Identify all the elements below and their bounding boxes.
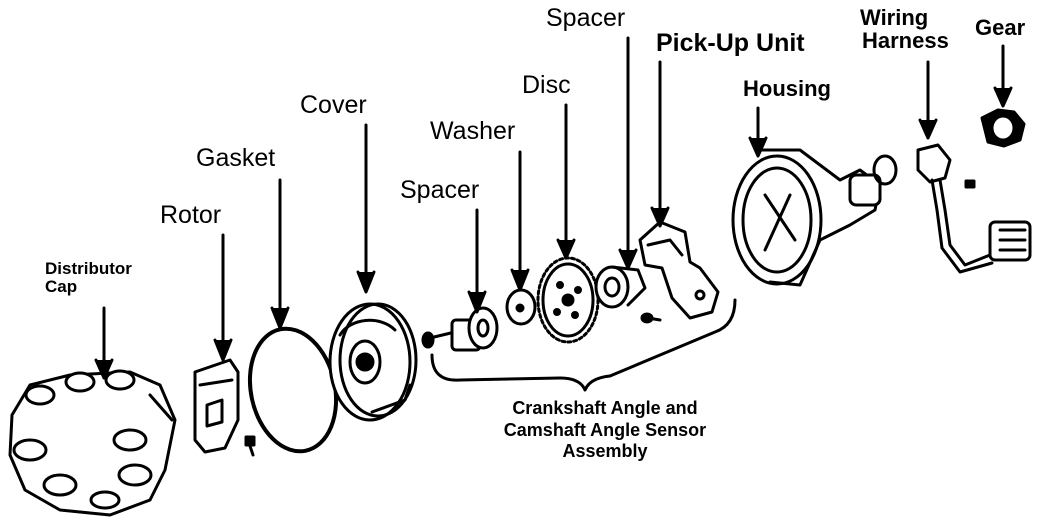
spacer-right-part: [594, 265, 647, 309]
cover-part: [328, 302, 418, 422]
label-spacer-left: Spacer: [400, 176, 480, 204]
o-ring-part: [872, 154, 898, 186]
label-gear: Gear: [975, 15, 1026, 40]
label-rotor: Rotor: [160, 201, 222, 229]
label-gasket: Gasket: [196, 144, 276, 172]
rotor-part: [193, 358, 256, 457]
assembly-brace: [430, 298, 737, 392]
label-disc: Disc: [522, 71, 571, 99]
label-spacer-right: Spacer: [546, 4, 626, 32]
spacer-left-part: [421, 306, 499, 352]
assembly-note: Crankshaft Angle and Camshaft Angle Sens…: [503, 398, 707, 462]
wiring-harness-part: [916, 143, 1032, 274]
housing-part: [731, 148, 882, 287]
label-housing: Housing: [743, 76, 831, 101]
distributor-cap-part: [8, 369, 177, 517]
label-cover: Cover: [300, 91, 367, 119]
washer-part: [505, 288, 537, 326]
label-wiring-harness: Wiring Harness: [860, 5, 949, 54]
label-pickup-unit: Pick-Up Unit: [656, 29, 805, 57]
label-distributor-cap: Distributor Cap: [45, 259, 132, 296]
gear-part: [980, 108, 1026, 148]
pickup-unit-part: [638, 220, 720, 324]
disc-part: [536, 256, 600, 344]
label-washer: Washer: [430, 117, 516, 145]
leader-arrows: [94, 36, 1013, 380]
